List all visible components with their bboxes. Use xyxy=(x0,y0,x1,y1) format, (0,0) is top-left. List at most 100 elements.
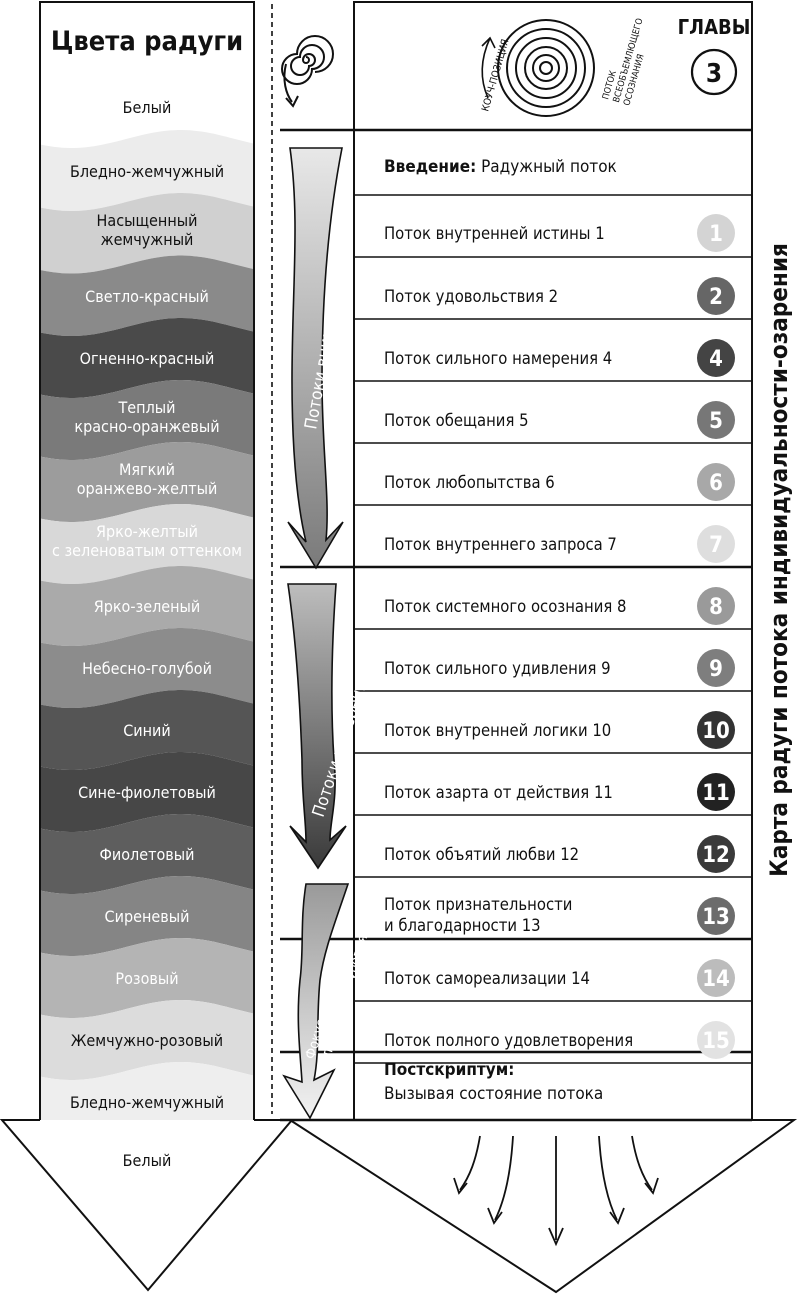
flow-row: Поток азарта от действия 11 11 xyxy=(384,773,735,811)
rainbow-band xyxy=(40,255,254,336)
rainbow-band xyxy=(40,318,254,398)
chapter-badge xyxy=(697,1021,735,1059)
flow-row-text: Поток внутреннего запроса 7 xyxy=(384,535,617,554)
rainbow-band-label: Огненно-красный xyxy=(80,349,215,368)
rainbow-band-label: Небесно-голубой xyxy=(82,659,212,678)
rainbow-band-label: Сиреневый xyxy=(105,907,190,926)
flow-row-text-line: Поток признательности xyxy=(384,895,572,914)
flow-row-text: Поток сильного удивления 9 xyxy=(384,659,611,678)
rainbow-band-label: Светло-красный xyxy=(85,287,209,306)
chapter-badge-number: 5 xyxy=(709,409,723,434)
rainbow-bands xyxy=(40,0,254,1120)
chapter-badge-number: 10 xyxy=(702,719,730,744)
rainbow-band xyxy=(40,380,254,460)
chapter-badge-number: 14 xyxy=(702,967,730,992)
rainbow-band xyxy=(40,130,254,211)
flow-row-text: Поток признательности и благодарности 13 xyxy=(384,895,572,935)
attention-stream-arrow: Потоки внимания xyxy=(287,147,346,570)
chapter-badge xyxy=(697,711,735,749)
chapter-badge-number: 15 xyxy=(702,1029,730,1054)
rainbow-band xyxy=(40,628,254,708)
intro-row: Введение: Радужный поток xyxy=(384,157,617,177)
flow-row-text: Поток самореализации 14 xyxy=(384,969,590,988)
flow-row-text: Поток объятий любви 12 xyxy=(384,845,579,864)
chapter-badge-number: 12 xyxy=(702,843,730,868)
rainbow-band xyxy=(40,876,254,956)
rainbow-band xyxy=(40,193,254,274)
flow-row-text: Поток удовольствия 2 xyxy=(384,287,558,306)
chapter-badge xyxy=(697,339,735,377)
rainbow-band-label-line: красно-оранжевый xyxy=(74,417,219,436)
right-column-outline xyxy=(353,1,753,1120)
flow-row-text: Поток полного удовлетворения xyxy=(384,1031,633,1050)
rainbow-band-label: Сине-фиолетовый xyxy=(78,783,216,802)
chapter-number-circle xyxy=(690,48,738,96)
rainbow-band xyxy=(40,504,254,584)
chapter-badge-number: 11 xyxy=(702,781,730,806)
chapter-badge xyxy=(697,587,735,625)
flow-row: Поток сильного намерения 4 4 xyxy=(384,339,735,377)
rainbow-band xyxy=(40,1000,254,1080)
chapter-badge-number: 8 xyxy=(709,595,723,620)
rainbow-band-label-line: оранжево-желтый xyxy=(77,479,218,498)
flow-row-text: Поток сильного намерения 4 xyxy=(384,349,612,368)
chapter-badge xyxy=(697,277,735,315)
rainbow-band-label-line: Насыщенный xyxy=(97,211,198,230)
flow-row: Поток внутренней логики 10 10 xyxy=(384,711,735,749)
rainbow-band-label: Ярко-зеленый xyxy=(94,597,201,616)
small-spiral-icon xyxy=(281,35,334,108)
rainbow-band-label: Розовый xyxy=(115,969,178,988)
rainbow-band xyxy=(40,814,254,894)
rainbow-band xyxy=(40,752,254,832)
flow-row-text-line: и благодарности 13 xyxy=(384,916,541,935)
chapter-badge xyxy=(697,401,735,439)
flow-row: Поток самореализации 14 14 xyxy=(384,959,735,997)
postscript-text: Вызывая состояние потока xyxy=(384,1084,603,1104)
flow-row-text: Поток системного осознания 8 xyxy=(384,597,626,616)
left-column-outline xyxy=(39,1,255,1120)
rainbow-band-label-line: Теплый xyxy=(118,398,176,417)
rainbow-band-label: Белый xyxy=(123,1151,172,1170)
chapter-badge-number: 4 xyxy=(709,347,723,372)
fan-arrows xyxy=(453,1135,659,1247)
chapter-number: 3 xyxy=(706,59,722,89)
rainbow-band-label-line: жемчужный xyxy=(101,230,194,249)
flow-row-text: Поток любопытства 6 xyxy=(384,473,555,492)
chapter-badge xyxy=(697,214,735,252)
flow-row: Поток сильного удивления 9 9 xyxy=(384,649,735,687)
chapter-badge xyxy=(697,525,735,563)
chapter-badge xyxy=(697,897,735,935)
rainbow-band-label: Бледно-жемчужный xyxy=(70,1093,224,1112)
rainbow-band-label-line: Мягкий xyxy=(119,460,175,479)
rainbow-band-label: Белый xyxy=(123,98,172,117)
rainbow-band-label-line: с зеленоватым оттенком xyxy=(52,541,242,560)
rainbow-band-label-line: Ярко-желтый xyxy=(96,522,198,541)
flow-row-text: Поток внутренней истины 1 xyxy=(384,224,605,243)
left-arrow-head xyxy=(0,1119,295,1292)
flow-row-text: Поток внутренней логики 10 xyxy=(384,721,611,740)
flow-row: Поток системного осознания 8 8 xyxy=(384,587,735,625)
chapter-badge xyxy=(697,773,735,811)
chapter-badge-number: 9 xyxy=(709,657,723,682)
chapter-badge-number: 13 xyxy=(702,905,730,930)
rainbow-band-label: Фиолетовый xyxy=(100,845,195,864)
rainbow-band-label: Жемчужно-розовый xyxy=(71,1031,223,1050)
rainbow-band-label: Синий xyxy=(123,721,171,740)
rainbow-band-label: Бледно-жемчужный xyxy=(70,162,224,181)
rainbow-band xyxy=(40,442,254,522)
flow-row: Поток объятий любви 12 12 xyxy=(384,835,735,873)
awareness-spiral-icon xyxy=(481,19,595,117)
flow-row-text: Поток азарта от действия 11 xyxy=(384,783,613,802)
left-column-title: Цвета радуги xyxy=(51,26,243,57)
